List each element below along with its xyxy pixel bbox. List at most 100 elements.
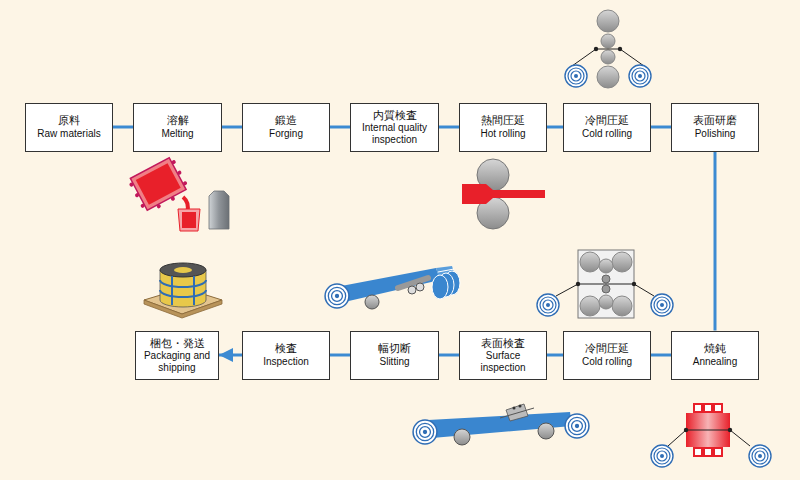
cold-rolling-mill-illustration-part [618,47,622,51]
step-name-ja: 鍛造 [275,114,297,128]
process-box: 検査Inspection [242,331,330,380]
cluster-mill-illustration-part [580,296,600,316]
slitting-illustration-part [408,286,416,294]
process-box: 幅切断Slitting [350,331,439,380]
cold-rolling-mill-illustration-part [601,50,615,64]
packaging-illustration-part [160,280,206,287]
flow-connector [439,126,459,129]
step-name-en: Packaging and shipping [140,350,214,373]
cluster-mill-illustration-part [612,296,632,316]
step-name-ja: 冷間圧延 [585,342,629,356]
melting-illustration [127,156,229,231]
step-name-ja: 内質検査 [373,109,417,123]
process-box: 表面検査Surface inspection [459,331,547,380]
cluster-mill-illustration-part [599,259,613,273]
flow-connector [330,354,350,357]
melting-illustration-part-part [134,193,139,198]
cold-rolling-mill-illustration-part [594,47,598,51]
flow-connector [439,354,459,357]
step-name-en: Internal quality inspection [355,122,434,145]
step-name-ja: 表面検査 [481,337,525,351]
cold-rolling-mill-illustration-part [629,65,651,87]
cluster-mill-illustration-part [580,252,600,272]
step-name-en: Surface inspection [464,350,542,373]
step-name-ja: 検査 [275,342,297,356]
process-box: 熱間圧延Hot rolling [459,103,547,152]
slitting-illustration-part [336,268,440,303]
step-name-en: Polishing [695,128,736,140]
annealing-furnace-illustration [651,404,771,467]
packaging-illustration [144,263,222,318]
flow-connector [219,354,242,357]
surface-inspection-illustration-part [565,414,589,438]
step-name-ja: 幅切断 [378,342,411,356]
step-name-en: Forging [269,128,303,140]
slitting-illustration-part [416,283,424,291]
cluster-mill-illustration-part [602,285,610,293]
cluster-mill-illustration-part [599,295,613,309]
melting-illustration-part [178,209,200,231]
annealing-furnace-illustration-part [694,404,702,412]
step-name-ja: 表面研磨 [693,114,737,128]
step-name-en: Slitting [379,356,409,368]
melting-illustration-part-part [140,203,145,208]
cluster-mill-illustration-part [537,294,559,316]
melting-illustration-part-part [182,181,187,186]
step-name-en: Melting [161,128,193,140]
process-box: 溶解Melting [133,103,222,152]
surface-inspection-illustration [413,404,589,445]
process-box: 表面研磨Polishing [671,103,759,152]
cluster-mill-illustration [537,250,673,318]
step-name-en: Inspection [263,356,309,368]
slitting-illustration-part [365,295,379,309]
step-name-en: Cold rolling [582,356,632,368]
cluster-mill-illustration-part [632,282,636,286]
cluster-mill-illustration-part [651,294,673,316]
melting-illustration-part-part [156,204,161,209]
packaging-illustration-part [160,290,206,297]
melting-illustration-part-part [130,158,186,210]
step-name-ja: 冷間圧延 [585,114,629,128]
annealing-furnace-illustration-part [714,404,722,412]
melting-illustration-part-part [177,170,182,175]
annealing-furnace-illustration-part [694,448,702,456]
surface-inspection-illustration-part [513,407,516,410]
process-box: 鍛造Forging [242,103,330,152]
annealing-furnace-illustration-part [668,430,750,446]
annealing-furnace-illustration-part [651,445,673,467]
melting-illustration-part-part [171,159,176,164]
process-box: 冷間圧延Cold rolling [563,103,651,152]
step-name-en: Raw materials [37,128,100,140]
annealing-furnace-illustration-part [684,428,688,432]
flow-connector [547,126,563,129]
step-name-ja: 溶解 [167,114,189,128]
flow-connector [651,126,671,129]
surface-inspection-illustration-part [413,420,437,444]
hot-rolling-illustration-part [462,184,545,204]
melting-illustration-part [209,191,229,229]
step-name-ja: 梱包・発送 [150,337,205,351]
process-box: 原料Raw materials [25,103,113,152]
surface-inspection-illustration-part [454,429,470,445]
packaging-illustration-part [174,267,192,273]
melting-illustration-part-part [136,163,181,205]
flow-connector [547,354,563,357]
cluster-mill-illustration-part [576,282,580,286]
annealing-furnace-illustration-part [714,448,722,456]
packaging-illustration-part [193,276,195,305]
annealing-furnace-illustration-part [704,448,712,456]
flow-connector [714,152,717,331]
annealing-furnace-illustration-part [704,404,712,412]
cold-rolling-mill-illustration-part [601,34,615,48]
cluster-mill-illustration-part [602,275,610,283]
cold-rolling-mill-illustration-part [572,49,644,66]
step-name-en: Cold rolling [582,128,632,140]
packaging-illustration-part [160,263,206,277]
melting-illustration-part [182,212,196,228]
slitting-illustration-part [432,275,448,299]
step-name-en: Hot rolling [480,128,525,140]
